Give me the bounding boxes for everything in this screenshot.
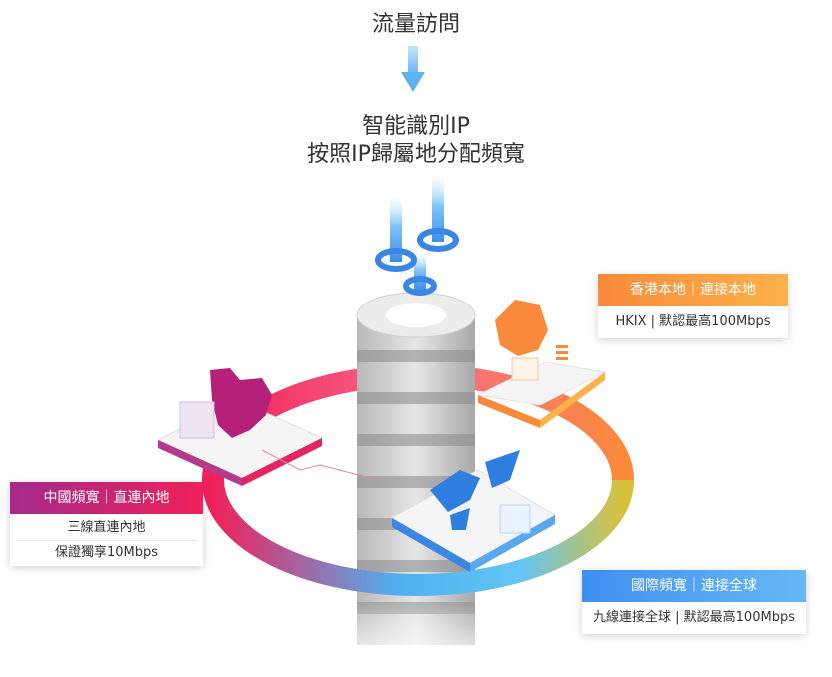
china-card-line2: 保證獨享10Mbps [54,545,159,560]
intl-platform [390,450,557,572]
bandwidth-ring-front [202,479,634,596]
down-arrow-icon [401,46,425,92]
traffic-access-label: 流量訪問 [371,12,460,37]
beam-rings [375,170,459,296]
hk-map-icon [495,300,548,356]
china-card-line1: 三線直連內地 [16,516,197,541]
ip-bandwidth-label: 按照IP歸屬地分配頻寬 [307,142,525,167]
smart-ip-label: 智能識別IP [362,114,470,139]
hk-card-detail: HKIX | 默認最高100Mbps [615,314,771,329]
intl-bandwidth-card: 國際頻寬｜連接全球 九線連接全球 | 默認最高100Mbps [582,570,806,634]
world-map-icon [430,470,480,512]
china-platform [156,368,324,486]
china-bandwidth-card: 中國頻寬｜直連內地 三線直連內地 保證獨享10Mbps [10,482,203,566]
hk-card-title: 香港本地｜連接本地 [598,274,788,306]
intl-card-title: 國際頻寬｜連接全球 [582,570,806,602]
intl-card-detail: 九線連接全球 | 默認最高100Mbps [593,610,795,625]
china-map-icon [210,368,272,438]
hk-platform [476,300,607,428]
hk-bandwidth-card: 香港本地｜連接本地 HKIX | 默認最高100Mbps [598,274,788,338]
china-card-title: 中國頻寬｜直連內地 [10,482,203,514]
